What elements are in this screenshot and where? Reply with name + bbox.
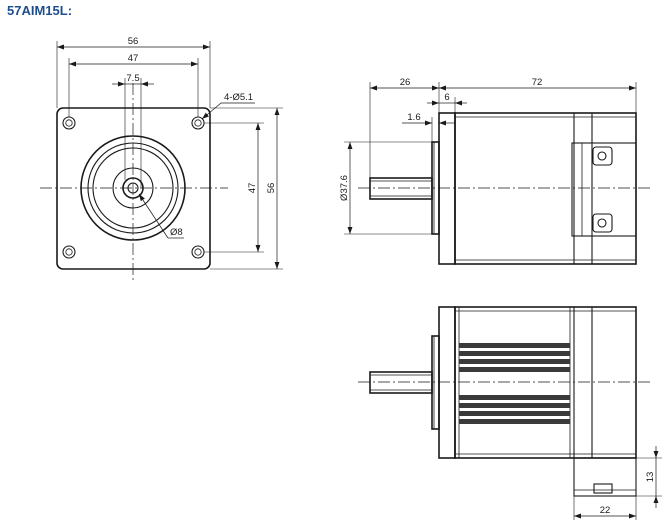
bottom-connector-latch [593,483,613,494]
pilot-circle-mid [87,142,179,234]
bottom-flange [438,306,456,459]
dim-key-offset-7-5: 7.5 [126,73,139,84]
connector-screw-top [592,146,613,166]
leader-shaft-dia [138,193,169,239]
mount-hole-tl [62,116,76,130]
dim-connector-width-22: 22 [600,505,611,516]
bottom-body [454,306,637,459]
dim-shaft-dia-label: Ø8 [170,227,183,238]
dim-flange-1-6: 1.6 [407,112,420,123]
side-flange [438,112,456,265]
mount-hole-bl [62,245,76,259]
dim-boss-dia-37-6: Ø37.6 [339,175,350,201]
side-body [454,112,637,265]
dim-connector-height-13: 13 [645,472,656,483]
dim-width-56: 56 [128,36,139,47]
dim-mount-holes-label: 4-Ø5.1 [224,92,253,103]
connector-screw-bottom [592,213,613,233]
shaft-circle-outer [122,177,144,199]
side-view: 26 72 6 1.6 Ø37.6 [339,77,652,265]
front-flange-outline [56,107,211,270]
dim-boss-length-6: 6 [444,92,449,103]
pilot-circle-outer [80,135,186,241]
dim-vertical-pitch-47: 47 [247,183,258,194]
side-connector [571,142,637,237]
dim-shaft-length-26: 26 [400,77,411,88]
drawing-title: 57AIM15L: [7,3,73,18]
bottom-view: 13 22 [358,306,662,520]
front-view: 56 47 7.5 4-Ø5.1 Ø8 47 56 [40,36,283,283]
mount-hole-br [191,245,205,259]
shaft-circle-inner [127,182,139,194]
pilot-circle-inner [92,147,174,229]
dim-body-length-72: 72 [532,77,543,88]
boss-circle [112,167,154,209]
dim-hole-pitch-47: 47 [128,53,139,64]
dim-height-56: 56 [266,183,277,194]
bottom-connector [573,457,637,497]
cooling-fins [459,343,570,424]
bottom-boss [431,335,440,430]
